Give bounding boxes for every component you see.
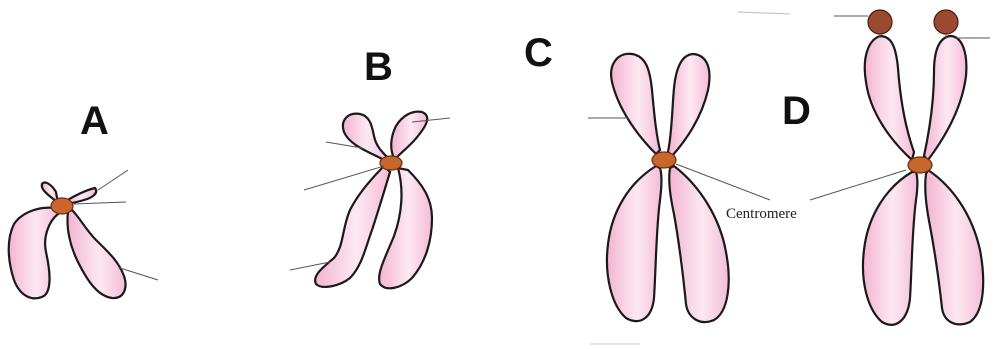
chromosome-b-short-arm-right xyxy=(391,112,427,158)
panel-letter-c: C xyxy=(524,31,553,75)
panel-letter-a: A xyxy=(80,99,109,143)
chromosome-b xyxy=(290,112,450,289)
chromosome-c xyxy=(588,54,729,322)
chromosome-b-long-arm-left xyxy=(315,166,390,287)
chromosome-a-long-arm-right xyxy=(67,210,125,298)
centromere-label: Centromere xyxy=(726,206,797,222)
panel-letter-b: B xyxy=(364,45,393,89)
chromosome-d-upper-arm-right xyxy=(924,36,966,160)
chromosome-a-leader-top xyxy=(98,170,128,190)
chromosome-a-long-arm-left xyxy=(9,208,58,299)
chromosome-d-lower-arm-right xyxy=(925,170,983,324)
chromosome-c-upper-arm-left xyxy=(611,54,660,154)
chromosome-a xyxy=(9,170,158,298)
panel-letter-d: D xyxy=(782,89,811,133)
chromosome-a-centromere xyxy=(51,198,73,214)
chromosome-d-satellite-left xyxy=(868,10,892,34)
chromosome-b-centromere xyxy=(380,156,402,170)
chromosome-c-upper-arm-right xyxy=(668,54,709,156)
chromosome-d-lower-arm-left xyxy=(863,172,918,325)
chromosome-d-satellite-right xyxy=(934,10,958,34)
chromosome-d-centromere xyxy=(908,157,932,173)
chromosome-c-centromere xyxy=(652,152,676,168)
chromosome-d-upper-arm-left xyxy=(865,36,914,160)
chromosome-b-short-arm-left xyxy=(343,114,388,160)
chromosome-c-lower-arm-right xyxy=(669,166,728,322)
chromosome-a-leader-centromere xyxy=(74,202,126,204)
chromosome-b-long-arm-right xyxy=(379,168,432,288)
chromosome-c-lower-arm-left xyxy=(607,166,662,321)
chromosome-d xyxy=(834,10,990,325)
scan-mark-top xyxy=(738,12,790,14)
